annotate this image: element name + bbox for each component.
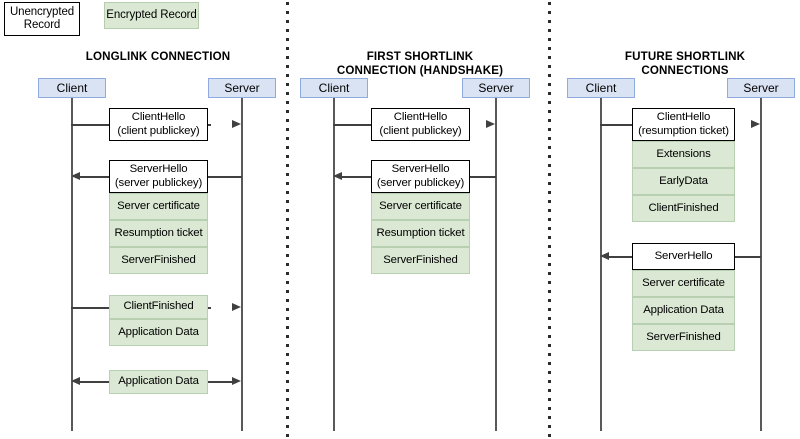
lifeline-server-future-shortlink bbox=[760, 98, 762, 431]
column-title-future-shortlink: FUTURE SHORTLINK CONNECTIONS bbox=[624, 50, 746, 77]
arrow-head-c2-clienthello bbox=[486, 120, 495, 128]
record-c1-clientfinished: ClientFinished bbox=[109, 295, 208, 319]
arrow-head-c2-serverhello bbox=[333, 172, 342, 180]
column-title-longlink: LONGLINK CONNECTION bbox=[85, 50, 231, 63]
record-label: Server certificate bbox=[379, 199, 462, 212]
record-label: Resumption ticket bbox=[376, 226, 465, 239]
record-label: ServerFinished bbox=[383, 253, 458, 266]
record-c3-extensions: Extensions bbox=[632, 141, 735, 168]
record-c1-clienthello: ClientHello (client publickey) bbox=[109, 108, 208, 141]
actor-server-longlink: Server bbox=[208, 78, 276, 98]
record-label: ServerFinished bbox=[646, 330, 721, 343]
record-c2-server-certificate: Server certificate bbox=[371, 193, 470, 220]
record-label: Server certificate bbox=[117, 199, 200, 212]
actor-client-label: Client bbox=[585, 81, 617, 95]
record-label: ClientHello (client publickey) bbox=[117, 111, 200, 137]
record-c3-serverhello: ServerHello bbox=[632, 243, 735, 270]
legend-encrypted-record: Encrypted Record bbox=[104, 2, 199, 29]
record-c1-serverhello: ServerHello (server publickey) bbox=[109, 160, 208, 193]
record-label: Resumption ticket bbox=[114, 226, 203, 239]
column-divider-2 bbox=[548, 2, 551, 438]
actor-client-label: Client bbox=[318, 81, 350, 95]
record-label: ServerHello (server publickey) bbox=[376, 163, 465, 189]
arrow-head-c1-application-data-left bbox=[71, 377, 80, 385]
arrow-head-c1-clientfinished bbox=[232, 303, 241, 311]
record-c1-server-certificate: Server certificate bbox=[109, 193, 208, 220]
record-c2-serverhello: ServerHello (server publickey) bbox=[371, 160, 470, 193]
record-c1-application-data-1: Application Data bbox=[109, 319, 208, 346]
arrow-head-c1-clienthello bbox=[232, 120, 241, 128]
legend-encrypted-label: Encrypted Record bbox=[106, 9, 197, 21]
actor-server-future-shortlink: Server bbox=[727, 78, 795, 98]
record-label: Extensions bbox=[656, 147, 711, 160]
actor-client-future-shortlink: Client bbox=[567, 78, 635, 98]
column-title-first-shortlink: FIRST SHORTLINK CONNECTION (HANDSHAKE) bbox=[336, 50, 504, 77]
record-c2-resumption-ticket: Resumption ticket bbox=[371, 220, 470, 247]
record-c1-serverfinished: ServerFinished bbox=[109, 247, 208, 274]
column-divider-1 bbox=[286, 2, 289, 438]
record-c3-clienthello: ClientHello (resumption ticket) bbox=[632, 108, 735, 141]
record-label: Server certificate bbox=[642, 276, 725, 289]
lifeline-server-first-shortlink bbox=[495, 98, 497, 431]
record-label: Application Data bbox=[118, 375, 199, 388]
record-label: ClientHello (client publickey) bbox=[379, 111, 462, 137]
lifeline-client-future-shortlink bbox=[600, 98, 602, 431]
record-label: ClientFinished bbox=[123, 300, 194, 313]
record-c2-serverfinished: ServerFinished bbox=[371, 247, 470, 274]
arrow-head-c3-serverhello bbox=[600, 252, 609, 260]
actor-client-first-shortlink: Client bbox=[300, 78, 368, 98]
record-label: EarlyData bbox=[659, 174, 708, 187]
arrow-head-c1-application-data-right bbox=[232, 377, 241, 385]
record-label: ClientFinished bbox=[648, 201, 719, 214]
record-label: ServerHello bbox=[654, 249, 713, 262]
legend-unencrypted-record: Unencrypted Record bbox=[4, 2, 80, 36]
record-c1-application-data-2: Application Data bbox=[109, 370, 208, 394]
record-label: ServerFinished bbox=[121, 253, 196, 266]
record-c1-resumption-ticket: Resumption ticket bbox=[109, 220, 208, 247]
arrow-head-c1-serverhello bbox=[71, 172, 80, 180]
record-label: Application Data bbox=[643, 303, 724, 316]
record-c3-earlydata: EarlyData bbox=[632, 168, 735, 195]
record-c3-clientfinished: ClientFinished bbox=[632, 195, 735, 222]
actor-server-label: Server bbox=[478, 81, 514, 95]
legend-unencrypted-label: Unencrypted Record bbox=[9, 6, 75, 31]
lifeline-client-first-shortlink bbox=[333, 98, 335, 431]
record-label: Application Data bbox=[118, 325, 199, 338]
arrow-head-c3-clienthello bbox=[751, 120, 760, 128]
record-c3-server-certificate: Server certificate bbox=[632, 270, 735, 297]
actor-server-label: Server bbox=[224, 81, 260, 95]
actor-client-label: Client bbox=[56, 81, 88, 95]
record-label: ServerHello (server publickey) bbox=[114, 163, 203, 189]
actor-server-label: Server bbox=[743, 81, 779, 95]
actor-server-first-shortlink: Server bbox=[462, 78, 530, 98]
record-label: ClientHello (resumption ticket) bbox=[638, 111, 729, 137]
lifeline-client-longlink bbox=[71, 98, 73, 431]
record-c2-clienthello: ClientHello (client publickey) bbox=[371, 108, 470, 141]
record-c3-application-data: Application Data bbox=[632, 297, 735, 324]
lifeline-server-longlink bbox=[241, 98, 243, 431]
actor-client-longlink: Client bbox=[38, 78, 106, 98]
record-c3-serverfinished: ServerFinished bbox=[632, 324, 735, 351]
